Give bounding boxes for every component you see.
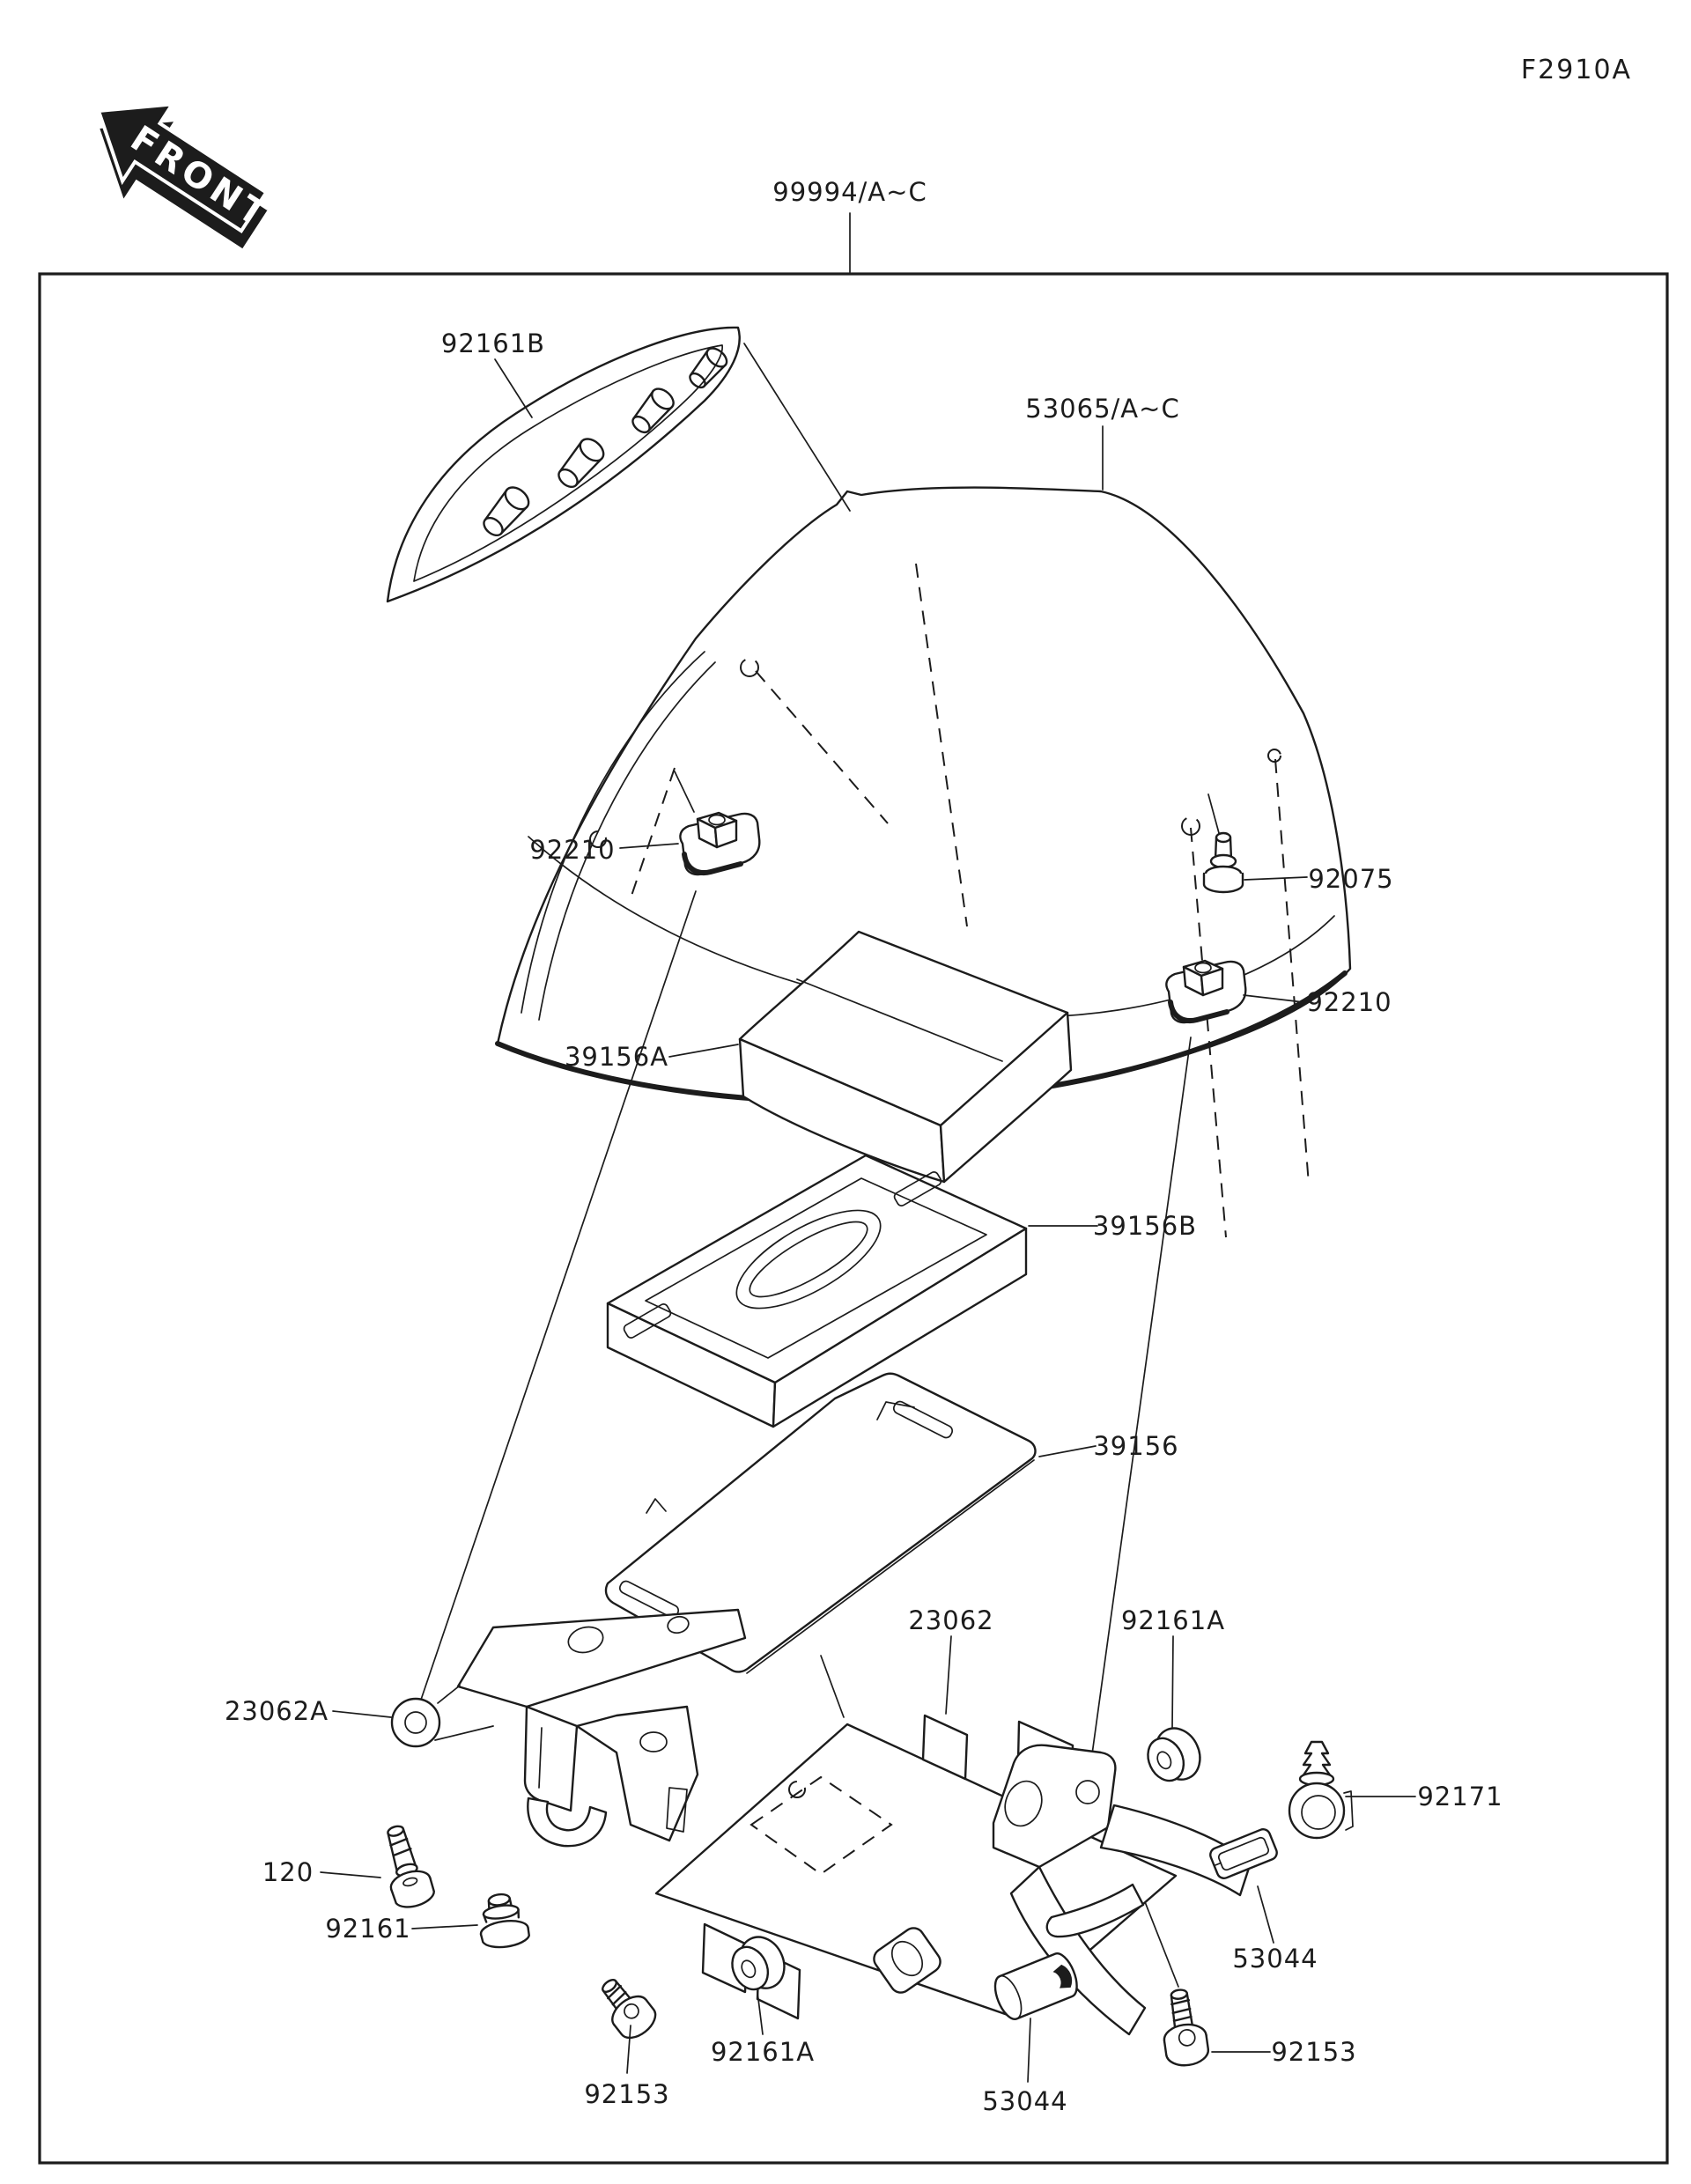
callout-23062A: 23062A: [225, 1696, 329, 1726]
callout-23062: 23062: [908, 1605, 993, 1635]
callout-92153-bottom: 92153: [584, 2079, 669, 2109]
callout-92161: 92161: [325, 1914, 410, 1944]
callout-53044-right: 53044: [1232, 1944, 1318, 1974]
leader-lines: [320, 358, 1416, 2083]
part-92161A-grommet-bottom: [731, 1936, 786, 1991]
callout-92153-right: 92153: [1271, 2037, 1356, 2067]
callout-92075: 92075: [1308, 864, 1393, 894]
callout-39156B: 39156B: [1093, 1211, 1197, 1241]
part-53044-clip-right: [1209, 1828, 1278, 1879]
callout-39156A: 39156A: [565, 1042, 668, 1072]
callout-53065: 53065/A~C: [1025, 394, 1179, 424]
part-120-bolt: [387, 1825, 435, 1908]
part-39156A-pad: [738, 930, 1073, 1184]
callout-92161A-bottom: 92161A: [711, 2037, 815, 2067]
callout-92161A-top: 92161A: [1121, 1605, 1225, 1635]
part-53044-trim-bottom: [993, 1952, 1078, 2020]
callout-39156: 39156: [1093, 1431, 1178, 1461]
part-39156-sheet: [604, 1372, 1037, 1674]
part-92075-damper: [1202, 831, 1244, 894]
front-arrow-icon: FRONT: [96, 101, 277, 249]
part-23062A-bracket: [390, 1608, 747, 1848]
part-92161B-damper-shell: [386, 326, 741, 603]
stud-bosses: [483, 347, 728, 537]
part-92153-screw-right: [1163, 1988, 1209, 2067]
callout-kit-99994: 99994/A~C: [772, 177, 927, 207]
part-23062-plate: [654, 1714, 1252, 2036]
figure-code: F2910A: [1521, 55, 1632, 85]
part-39156B-tray: [606, 1154, 1028, 1428]
part-92161A-grommet-top: [1147, 1727, 1201, 1782]
callout-92210-left: 92210: [529, 835, 615, 865]
callout-120: 120: [262, 1857, 314, 1887]
hole-mark: [1267, 749, 1281, 763]
part-92210-nut: [679, 811, 761, 876]
callout-92171: 92171: [1417, 1782, 1503, 1811]
callout-53044-bottom: 53044: [982, 2086, 1067, 2116]
callout-92210-right: 92210: [1306, 987, 1392, 1017]
diagram-border: [38, 272, 1669, 2165]
part-92153-screw-left: [602, 1979, 657, 2040]
hole-mark: [740, 658, 759, 677]
callout-92161B: 92161B: [441, 328, 545, 358]
hole-mark: [1181, 816, 1200, 836]
part-92171-clamp: [1288, 1740, 1354, 1840]
part-92161-damper: [479, 1893, 530, 1949]
hole-mark: [589, 830, 607, 848]
